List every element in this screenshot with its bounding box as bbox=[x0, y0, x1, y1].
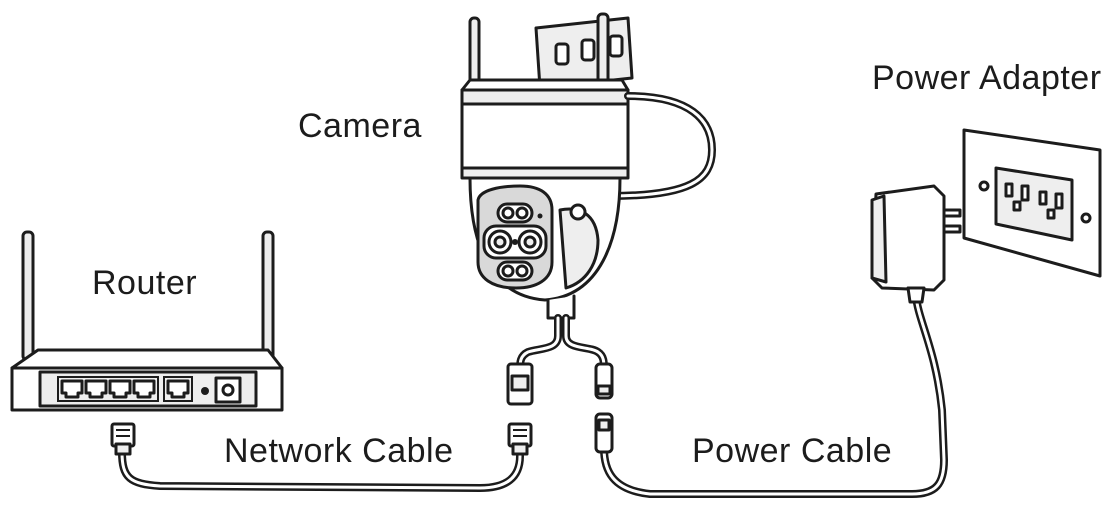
pigtail-power-connector bbox=[594, 362, 614, 400]
router-wan-port bbox=[163, 376, 193, 402]
camera-antenna-left bbox=[468, 16, 481, 90]
camera-illustration bbox=[460, 12, 716, 320]
router-illustration bbox=[10, 230, 284, 412]
rj45-plug-router bbox=[110, 422, 136, 456]
wall-outlet bbox=[962, 128, 1102, 278]
router-antenna-left bbox=[21, 230, 35, 362]
power-adapter bbox=[870, 184, 962, 304]
rj45-plug-camera bbox=[507, 422, 533, 456]
network-cable bbox=[110, 422, 533, 492]
power-plug-male bbox=[594, 412, 614, 454]
network-cable-label: Network Cable bbox=[224, 432, 454, 470]
router-reset-button bbox=[201, 387, 209, 395]
router-lan-ports bbox=[57, 376, 159, 402]
camera-pigtail-cable bbox=[506, 314, 614, 406]
outlet-face bbox=[994, 166, 1074, 242]
pigtail-network-connector bbox=[506, 362, 534, 406]
camera-side-light bbox=[569, 203, 587, 221]
router-antenna-right bbox=[261, 230, 275, 362]
power-cable-label: Power Cable bbox=[692, 432, 893, 470]
router-label: Router bbox=[92, 264, 198, 302]
power-adapter-label: Power Adapter bbox=[872, 59, 1102, 97]
camera-label: Camera bbox=[298, 107, 422, 145]
power-cable bbox=[594, 292, 948, 498]
